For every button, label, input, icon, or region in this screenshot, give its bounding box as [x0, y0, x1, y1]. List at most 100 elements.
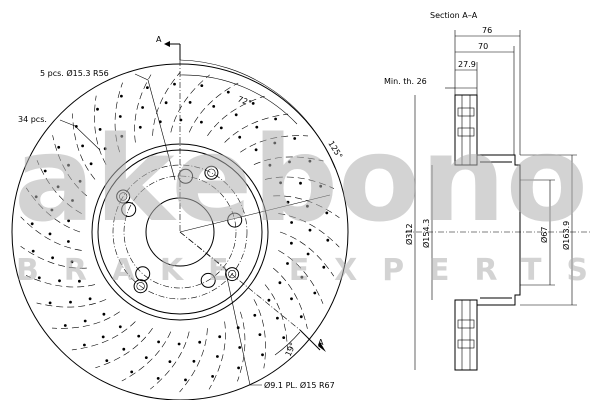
- cooling-slot: [264, 284, 288, 351]
- cooling-slot: [240, 135, 309, 153]
- watermark-tagline: BRAKE EXPERTS: [16, 253, 588, 288]
- drill-dot: [234, 113, 238, 117]
- drill-dot: [282, 336, 286, 339]
- vent-hole-top-1: [457, 107, 475, 117]
- drill-dot: [58, 279, 61, 283]
- small-hole-inner: [119, 192, 128, 201]
- small-hole-outer: [116, 189, 131, 204]
- drill-dot: [308, 228, 312, 232]
- drill-dot: [184, 378, 187, 382]
- drill-dot: [288, 160, 291, 164]
- dim-76-label: 76: [482, 26, 492, 35]
- drill-dot: [43, 169, 47, 173]
- dim-67-label: Ø67: [539, 227, 549, 243]
- small-hole-leader: [224, 267, 262, 386]
- drill-dot: [325, 211, 329, 215]
- drill-dot: [253, 313, 257, 317]
- dim-70-label: 70: [478, 42, 488, 51]
- drill-dot: [30, 222, 34, 226]
- drill-dot: [198, 340, 202, 344]
- drill-dot: [71, 199, 74, 202]
- drill-dot: [276, 316, 279, 320]
- drill-dot: [144, 356, 148, 359]
- small-hole-inner: [207, 168, 216, 177]
- drill-dot: [67, 219, 70, 223]
- vent-hole-bot-1: [457, 319, 475, 329]
- dim-154-label: Ø154.3: [421, 219, 431, 248]
- drill-dot: [141, 106, 145, 109]
- drill-dot: [216, 355, 219, 358]
- small-hole-callout: Ø9.1 PL. Ø15 R67: [264, 380, 335, 390]
- drill-dot: [78, 179, 82, 183]
- drill-dot: [200, 84, 204, 87]
- drill-dot: [51, 256, 54, 260]
- cooling-slot: [150, 331, 190, 390]
- drill-dot: [286, 262, 289, 265]
- small-hole-inner: [136, 282, 145, 291]
- cooling-slot: [237, 311, 246, 382]
- drill-dot: [267, 298, 271, 302]
- drill-dot: [237, 366, 241, 370]
- drill-dot: [200, 120, 203, 124]
- drill-dot: [255, 125, 259, 129]
- drill-dot: [74, 125, 78, 128]
- angle-72-arc: [179, 74, 298, 125]
- drill-dot: [278, 281, 282, 285]
- drill-dot: [83, 343, 86, 347]
- drill-dot: [34, 195, 38, 199]
- drill-dot: [313, 291, 317, 295]
- bolt-pitch-circle: [123, 175, 237, 289]
- cooling-slot: [188, 82, 239, 133]
- drill-dot: [273, 141, 277, 145]
- drill-dot: [274, 117, 277, 121]
- drill-dot: [118, 325, 122, 329]
- small-holes: [116, 165, 240, 294]
- slot-leader: [59, 119, 101, 151]
- drill-dot: [299, 181, 302, 185]
- section-view: [405, 30, 590, 371]
- drill-dot: [120, 94, 123, 98]
- cooling-slot: [273, 267, 308, 329]
- dim-163-label: Ø163.9: [561, 221, 571, 250]
- section-ring-top: [454, 94, 478, 166]
- drill-dot: [102, 312, 106, 316]
- cooling-slot: [121, 331, 172, 382]
- drill-dot: [251, 102, 255, 105]
- cooling-slot: [25, 187, 81, 233]
- cooling-slot: [114, 82, 123, 153]
- cooling-slot: [278, 213, 340, 248]
- drill-dot: [122, 347, 126, 351]
- drill-dot: [137, 334, 141, 338]
- drill-dot: [138, 125, 142, 129]
- bolt-hole: [121, 202, 137, 217]
- drill-dot: [157, 340, 161, 344]
- drill-dot: [96, 107, 99, 111]
- cooling-slot: [134, 74, 152, 143]
- bolt-hole: [178, 168, 194, 184]
- drill-dot: [156, 377, 160, 380]
- section-title: Section A–A: [430, 11, 478, 20]
- drill-dot: [105, 359, 109, 362]
- small-hole-outer: [225, 267, 240, 282]
- angle-19-label: 19°: [284, 341, 298, 358]
- small-hole-inner: [228, 270, 237, 279]
- cooling-slot: [253, 299, 266, 369]
- radial-center-line: [179, 231, 226, 269]
- cooling-slot: [51, 311, 120, 329]
- drill-dot: [299, 315, 303, 319]
- disc-front-view: [11, 41, 349, 400]
- drill-dot: [290, 297, 293, 301]
- drill-dot: [192, 359, 196, 363]
- small-hole-outer: [204, 165, 219, 180]
- cooling-slot: [36, 299, 107, 308]
- drill-dot: [57, 145, 61, 149]
- drill-dot: [56, 185, 60, 189]
- cooling-slot: [224, 113, 289, 143]
- cooling-slot: [253, 156, 324, 165]
- bolt-hole: [200, 272, 216, 288]
- angle-125-arc: [179, 59, 336, 169]
- drill-dot: [88, 297, 92, 301]
- cooling-slot: [95, 328, 153, 369]
- drill-dot: [130, 370, 134, 374]
